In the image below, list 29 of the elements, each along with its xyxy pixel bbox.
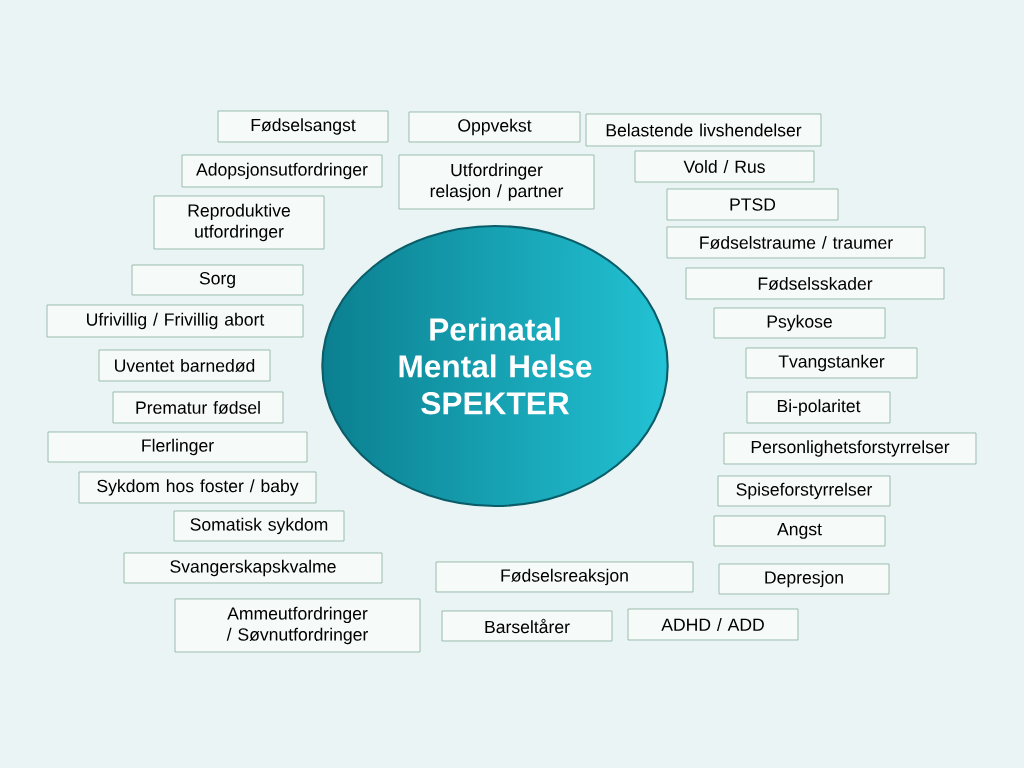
label-box: ADHD / ADD bbox=[627, 608, 799, 641]
label-box: Ufrivillig / Frivillig abort bbox=[46, 304, 304, 338]
label-box: Utfordringer relasjon / partner bbox=[398, 154, 595, 210]
label-box: Fødselstraume / traumer bbox=[666, 226, 926, 259]
label-box: Sorg bbox=[131, 264, 304, 296]
label-box: Fødselsskader bbox=[685, 267, 945, 300]
label-box: PTSD bbox=[666, 188, 839, 221]
label-box: Fødselsreaksjon bbox=[435, 561, 694, 593]
label-box: Belastende livshendelser bbox=[585, 113, 822, 147]
label-box: Uventet barnedød bbox=[98, 349, 271, 382]
label-box: Barseltårer bbox=[441, 610, 613, 642]
label-box: Somatisk sykdom bbox=[173, 510, 345, 542]
label-box: Reproduktive utfordringer bbox=[153, 195, 325, 250]
label-box: Ammeutfordringer / Søvnutfordringer bbox=[174, 598, 421, 653]
label-box: Flerlinger bbox=[47, 431, 308, 463]
label-box: Depresjon bbox=[718, 563, 890, 595]
label-box: Fødselsangst bbox=[217, 110, 389, 143]
label-box: Bi-polaritet bbox=[746, 391, 891, 424]
label-box: Personlighetsforstyrrelser bbox=[723, 432, 977, 465]
label-box: Spiseforstyrrelser bbox=[717, 475, 891, 507]
label-box: Adopsjonsutfordringer bbox=[181, 154, 383, 188]
label-box: Svangerskapskvalme bbox=[123, 552, 383, 584]
label-box: Sykdom hos foster / baby bbox=[78, 471, 317, 504]
label-box: Tvangstanker bbox=[745, 347, 918, 379]
label-box: Psykose bbox=[713, 307, 886, 339]
label-box: Oppvekst bbox=[408, 111, 581, 143]
label-box: Prematur fødsel bbox=[112, 391, 284, 424]
label-box: Angst bbox=[713, 515, 886, 547]
label-box: Vold / Rus bbox=[634, 150, 815, 183]
